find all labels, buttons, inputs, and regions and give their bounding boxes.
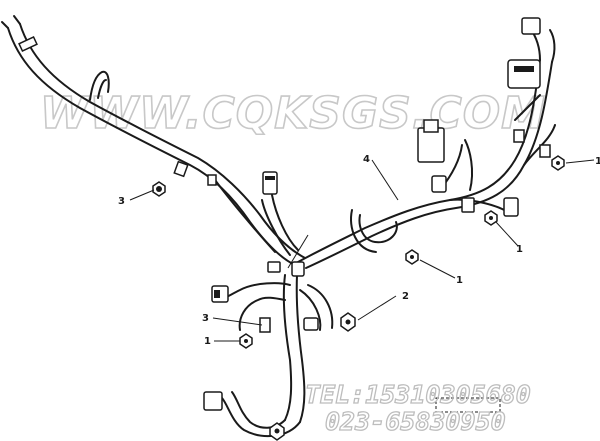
callout-1-c: 1 — [456, 275, 463, 286]
bolt-7 — [269, 422, 285, 441]
connector-top-right — [507, 59, 541, 89]
callout-2: 2 — [402, 291, 409, 302]
bolt-4 — [152, 181, 166, 197]
watermark-mobile: 023-65830950 — [325, 407, 506, 436]
callouts: 1 1 1 1 2 3 3 4 — [118, 154, 600, 347]
connector-block — [417, 127, 445, 163]
wiring-harness — [1, 15, 556, 438]
bolt-1 — [551, 155, 565, 171]
part-tag — [435, 397, 501, 413]
callout-1-b: 1 — [516, 244, 523, 255]
connector-top — [521, 17, 541, 35]
callout-1-d: 1 — [204, 336, 211, 347]
connector-bottom-left — [203, 391, 223, 411]
fasteners — [152, 155, 565, 441]
bolt-3 — [405, 249, 419, 265]
watermark-phone: TEL:15310305680 — [305, 380, 531, 409]
callout-4: 4 — [363, 154, 370, 165]
leader-lines — [129, 159, 595, 342]
bolt-5 — [340, 312, 356, 332]
bolt-6 — [239, 333, 253, 349]
connector-center-top — [262, 171, 278, 195]
callout-3-a: 3 — [118, 196, 125, 207]
callout-1-a: 1 — [595, 156, 600, 167]
connectors — [173, 17, 551, 411]
watermark-site: WWW.CQKSGS.COM — [40, 88, 546, 139]
bolt-2 — [484, 210, 498, 226]
callout-3-b: 3 — [202, 313, 209, 324]
connector-right — [503, 197, 519, 217]
